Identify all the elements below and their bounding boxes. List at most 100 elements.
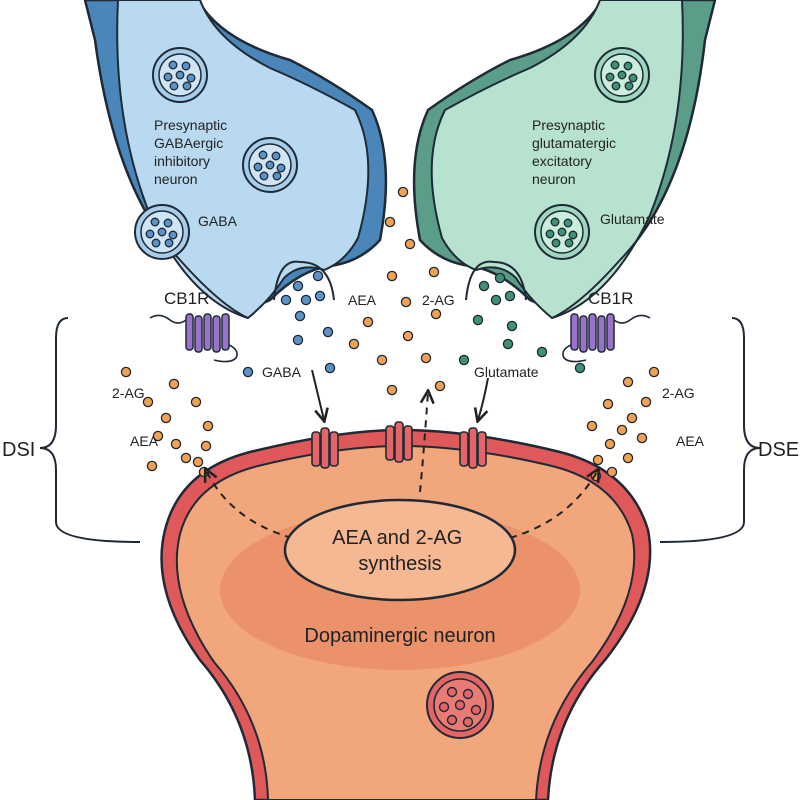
endocannabinoid-molecule: [400, 296, 412, 308]
glu-neuron-label-line-1: Presynaptic: [532, 117, 605, 133]
endocannabinoid-molecule: [170, 438, 182, 450]
arrow-gaba-to-receptor: [311, 369, 324, 420]
endocannabinoid-molecule: [200, 440, 212, 452]
gaba-neuron-label-line-4: neuron: [154, 171, 198, 187]
gaba-vesicle-label: GABA: [198, 213, 238, 229]
glutamate-release-label: Glutamate: [474, 364, 539, 380]
dopaminergic-neuron: [160, 428, 652, 800]
2ag-cleft-label: 2-AG: [422, 292, 455, 308]
brace-dsi: [39, 317, 141, 543]
gaba-molecule: [322, 326, 334, 338]
cb1r-receptor-right: [562, 313, 651, 363]
glutamate-molecule: [490, 294, 502, 306]
gaba-neuron-label-line-1: Presynaptic: [154, 117, 227, 133]
glutamate-molecule: [458, 354, 470, 366]
endocannabinoid-molecule: [428, 266, 440, 278]
endocannabinoid-molecule: [146, 460, 158, 472]
endocannabinoid-molecule: [430, 308, 442, 320]
endocannabinoid-molecule: [152, 430, 164, 442]
endocannabinoid-molecule: [606, 466, 618, 478]
endocannabinoid-molecule: [602, 398, 614, 410]
arrow-synthesis-to-dsi: [206, 470, 293, 539]
endocannabinoid-molecule: [120, 366, 132, 378]
endocannabinoid-molecule: [160, 412, 172, 424]
endocannabinoid-molecule: [386, 384, 398, 396]
dopaminergic-vesicle: [426, 671, 494, 739]
cb1r-receptor-left: [149, 313, 238, 363]
molecule-dots: [120, 186, 660, 482]
endocannabinoid-molecule: [622, 376, 634, 388]
gaba-molecule: [292, 334, 304, 346]
aea-right-label: AEA: [676, 433, 705, 449]
arrows: [206, 369, 598, 539]
endocannabinoid-molecule: [386, 270, 398, 282]
2ag-right-label: 2-AG: [662, 385, 695, 401]
glutamate-molecule: [506, 320, 518, 332]
endocannabinoid-molecule: [592, 454, 604, 466]
endocannabinoid-molecule: [168, 378, 180, 390]
brace-dse: [659, 317, 761, 543]
endocannabinoid-molecule: [604, 438, 616, 450]
gaba-molecule: [314, 290, 326, 302]
receptor-left: [311, 427, 339, 469]
endocannabinoid-molecule: [404, 238, 416, 250]
gaba-molecule: [280, 294, 292, 306]
gaba-molecule: [242, 366, 254, 378]
aea-left-label: AEA: [130, 433, 159, 449]
endocannabinoid-molecule: [362, 316, 374, 328]
glutamate-vesicle: [534, 204, 590, 260]
endocannabinoid-molecule: [142, 396, 154, 408]
arrow-synthesis-to-dse: [509, 470, 598, 539]
gaba-neuron-label-line-3: inhibitory: [154, 153, 210, 169]
dsi-label: DSI: [2, 439, 35, 461]
glutamatergic-release-pocket: [465, 260, 527, 301]
glutamate-molecule: [536, 346, 548, 358]
synthesis-ellipse: [283, 498, 517, 602]
glutamate-molecule: [502, 338, 514, 350]
synthesis-label-line-1: AEA and 2-AG: [332, 527, 462, 549]
endocannabinoid-molecule: [202, 420, 214, 432]
endocannabinoid-molecule: [348, 338, 360, 350]
glutamate-molecule: [478, 280, 490, 292]
endocannabinoid-molecule: [626, 412, 638, 424]
endocannabinoid-molecule: [402, 330, 414, 342]
postsynaptic-receptors: [311, 421, 487, 469]
gaba-vesicle: [152, 47, 208, 103]
endocannabinoid-molecule: [616, 424, 628, 436]
cb1r-left-label: CB1R: [164, 289, 209, 308]
endocannabinoid-molecule: [622, 452, 634, 464]
gaba-molecule: [324, 362, 336, 374]
gaba-vesicle: [134, 204, 190, 260]
gaba-molecule: [292, 280, 304, 292]
cb1r-right-label: CB1R: [588, 289, 633, 308]
glutamate-molecule: [494, 272, 506, 284]
gabaergic-release-pocket: [273, 260, 335, 301]
gaba-neuron-label: Presynaptic GABAergic inhibitory neuron: [154, 117, 231, 187]
receptor-middle: [385, 421, 413, 463]
glutamate-vesicle-label: Glutamate: [600, 211, 665, 227]
glutamate-molecule: [472, 314, 484, 326]
vesicles: [134, 47, 650, 260]
aea-cleft-label: AEA: [348, 292, 377, 308]
glu-neuron-label-line-4: neuron: [532, 171, 576, 187]
glutamate-molecule: [504, 290, 516, 302]
arrow-glutamate-to-receptor: [478, 377, 489, 420]
gaba-molecule: [300, 294, 312, 306]
gaba-molecule: [312, 270, 324, 282]
glutamate-molecule: [574, 362, 586, 374]
2ag-left-label: 2-AG: [112, 385, 145, 401]
endocannabinoid-molecule: [636, 432, 648, 444]
glutamatergic-membrane-line: [551, 39, 706, 319]
gaba-vesicle: [242, 137, 298, 193]
endocannabinoid-molecule: [434, 380, 446, 392]
glu-neuron-label-line-2: glutamatergic: [532, 135, 616, 151]
endocannabinoid-molecule: [192, 456, 204, 468]
endocannabinoid-molecule: [190, 396, 202, 408]
receptor-right: [459, 427, 487, 469]
endocannabinoid-molecule: [180, 452, 192, 464]
endocannabinoid-molecule: [640, 396, 652, 408]
endocannabinoid-molecule: [397, 186, 409, 198]
endocannabinoid-molecule: [586, 420, 598, 432]
dse-label: DSE: [758, 439, 799, 461]
